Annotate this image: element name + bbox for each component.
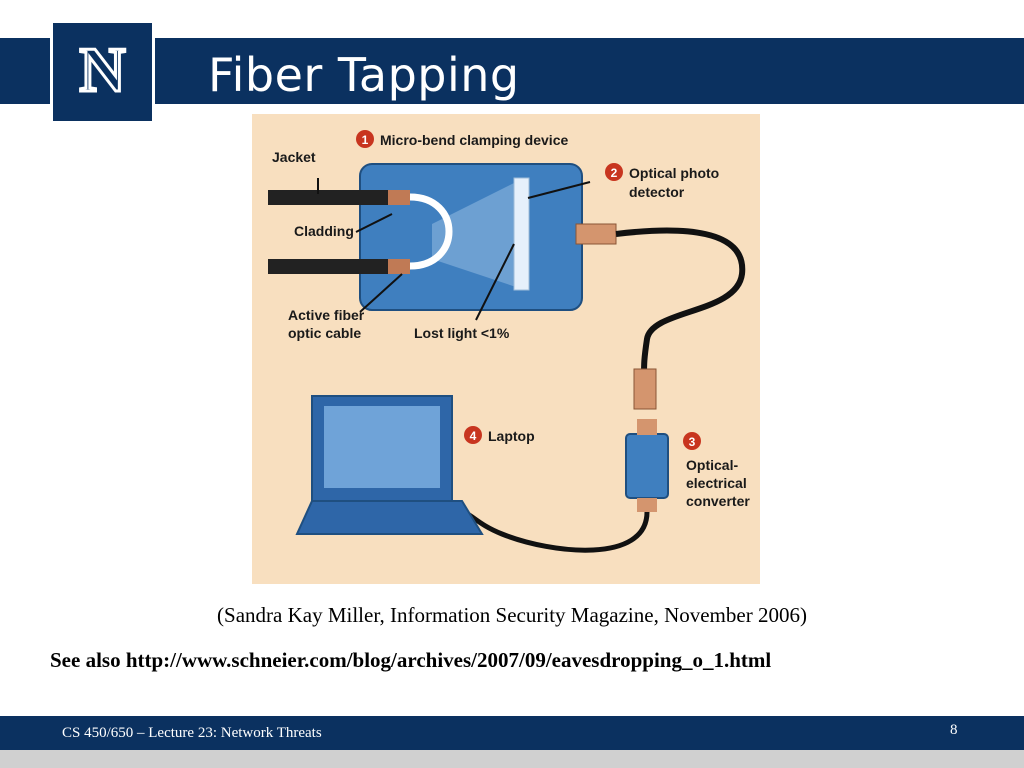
step-marker-2	[605, 163, 623, 181]
cable-to-converter	[615, 227, 746, 377]
label-jacket: Jacket	[272, 149, 316, 165]
step-marker-1	[356, 130, 374, 148]
university-logo: N	[50, 20, 155, 124]
footer-bar	[0, 716, 1024, 750]
fiber-tap-diagram: 1 2 3 4 Jacket Cladding Active fiber opt…	[252, 114, 760, 584]
fiber-cable-top	[268, 190, 388, 205]
label-lost-light: Lost light <1%	[414, 325, 510, 341]
figure-caption: (Sandra Kay Miller, Information Security…	[217, 603, 807, 627]
n-logo-icon: N	[78, 33, 127, 107]
label-step3-line1: Optical-	[686, 457, 738, 473]
bent-fiber	[409, 193, 453, 270]
light-cone	[432, 179, 522, 289]
step-marker-3	[683, 432, 701, 450]
logo-letter: N	[79, 34, 125, 105]
label-step3-line3: converter	[686, 493, 750, 509]
device-connector	[575, 223, 617, 245]
page-title: Fiber Tapping	[208, 48, 520, 102]
detector-leader	[527, 181, 591, 199]
label-step2-line2: detector	[629, 184, 685, 200]
laptop-screen	[324, 406, 440, 488]
lost-light-leader	[475, 243, 515, 321]
label-active-fiber-1: Active fiber	[288, 307, 365, 323]
converter-top-plug	[637, 419, 657, 435]
page-number: 8	[950, 722, 958, 738]
converter-connector	[633, 368, 657, 410]
step-marker-4	[464, 426, 482, 444]
photo-detector	[513, 177, 530, 291]
optical-electrical-converter	[625, 433, 669, 499]
label-step3-line2: electrical	[686, 475, 747, 491]
see-also-link[interactable]: See also http://www.schneier.com/blog/ar…	[50, 648, 772, 672]
bottom-strip	[0, 750, 1024, 768]
label-step4: Laptop	[488, 428, 535, 444]
label-step1: Micro-bend clamping device	[380, 132, 568, 148]
fiber-cable-bottom	[268, 259, 388, 274]
converter-bottom-plug	[637, 498, 657, 512]
cladding-leader	[355, 213, 393, 233]
step-number-3: 3	[689, 435, 696, 449]
footer-course-title: CS 450/650 – Lecture 23: Network Threats	[62, 725, 322, 741]
step-number-1: 1	[362, 133, 369, 147]
active-fiber-leader	[359, 273, 403, 313]
step-number-4: 4	[470, 429, 477, 443]
cladding-bottom	[388, 259, 410, 274]
laptop-keyboard	[295, 500, 484, 535]
step-number-2: 2	[611, 166, 618, 180]
cladding-top	[388, 190, 410, 205]
label-cladding: Cladding	[294, 223, 354, 239]
label-step2-line1: Optical photo	[629, 165, 719, 181]
cable-to-laptop	[461, 509, 650, 553]
label-active-fiber-2: optic cable	[288, 325, 361, 341]
title-bar	[0, 38, 1024, 104]
